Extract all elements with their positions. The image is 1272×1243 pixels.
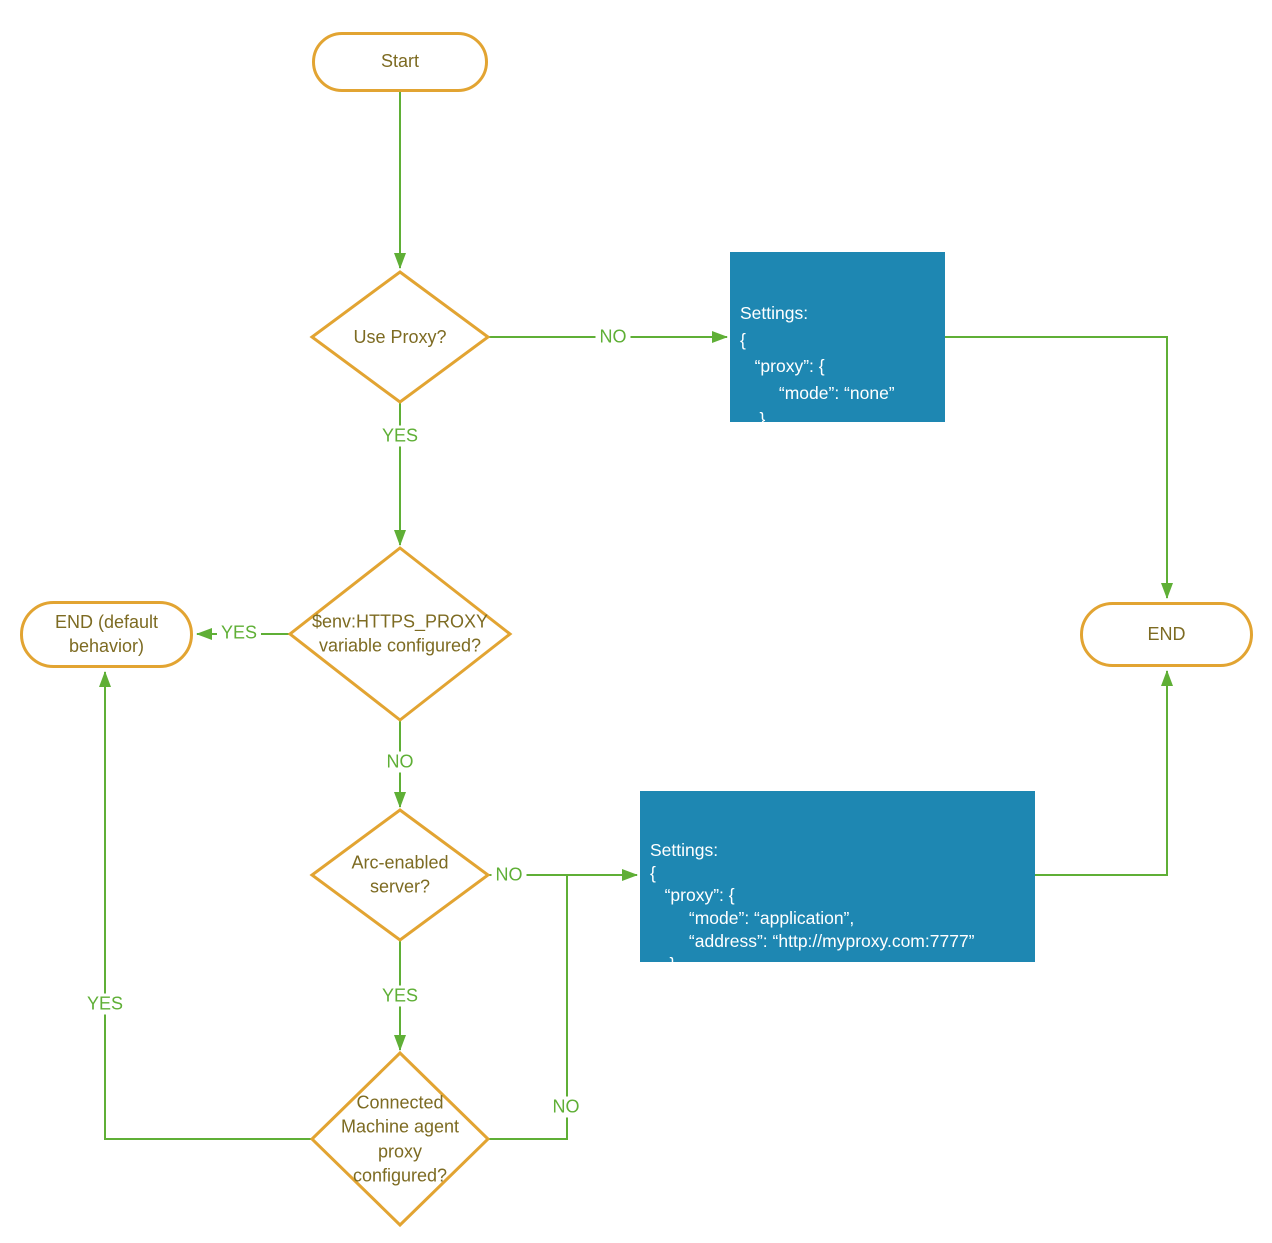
decision-env-https-proxy: [287, 546, 513, 722]
start-node: Start: [312, 32, 488, 92]
end-default-node: END (default behavior): [20, 601, 193, 668]
settings-application-box: Settings: { “proxy”: { “mode”: “applicat…: [640, 791, 1035, 996]
settings-none-box: Settings: { “proxy”: { “mode”: “none” } …: [730, 252, 945, 456]
settings-application-code: Settings: { “proxy”: { “mode”: “applicat…: [650, 840, 975, 997]
end-label: END: [1147, 623, 1186, 644]
edge-label-connectedmachine-no: NO: [548, 1096, 584, 1118]
edge-label-connectedmachine-yes: YES: [82, 993, 128, 1015]
edge-label-useproxy-no: NO: [595, 326, 631, 348]
end-default-label: END (default behavior): [54, 612, 159, 656]
arc-enabled-server-label: Arc-enabled server?: [351, 852, 449, 897]
edge-label-arcserver-yes: YES: [377, 985, 423, 1007]
start-label: Start: [380, 51, 419, 72]
edge-settingsapp-to-end: [1035, 670, 1173, 876]
decision-arc-enabled-server: [309, 808, 491, 942]
env-https-proxy-label: $env:HTTPS_PROXY variable configured?: [311, 611, 489, 656]
end-node: END: [1080, 602, 1253, 667]
edge-settingsnone-to-end: [945, 336, 1173, 599]
edge-connectedmachine-yes-to-enddefault: [99, 671, 311, 1140]
edge-label-useproxy-yes: YES: [377, 425, 423, 447]
settings-none-code: Settings: { “proxy”: { “mode”: “none” } …: [740, 303, 895, 456]
edge-connectedmachine-no-join: [488, 875, 568, 1140]
edge-label-envvar-yes: YES: [216, 622, 262, 644]
use-proxy-label: Use Proxy?: [353, 326, 447, 347]
edge-label-envvar-no: NO: [382, 751, 418, 773]
decision-use-proxy: [309, 270, 491, 404]
edge-label-arcserver-no: NO: [491, 864, 527, 886]
connected-machine-label: Connected Machine agent proxy configured…: [340, 1092, 460, 1186]
decision-connected-machine-proxy: [309, 1050, 491, 1228]
